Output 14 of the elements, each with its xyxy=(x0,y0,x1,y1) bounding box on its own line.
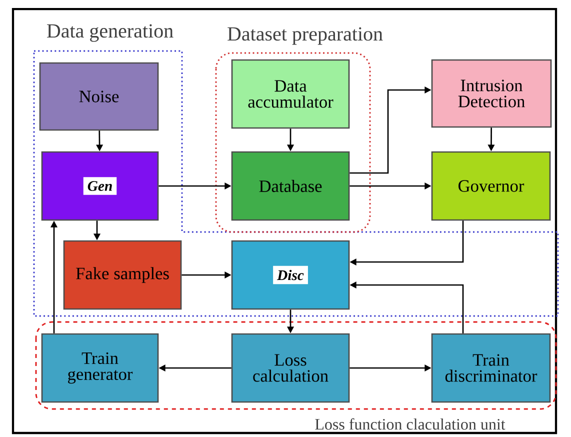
process-box: Loss calculation xyxy=(231,333,350,403)
process-box: Gen xyxy=(41,151,159,221)
process-box: Database xyxy=(231,151,350,221)
process-box: Governor xyxy=(431,151,551,221)
process-box: Intrusion Detection xyxy=(431,59,552,128)
process-box: Train discriminator xyxy=(431,333,551,403)
process-box: Train generator xyxy=(41,333,159,403)
group-heading: Dataset preparation xyxy=(228,27,383,45)
process-box: Data accumulator xyxy=(231,59,350,129)
process-box: Fake samples xyxy=(63,240,182,310)
process-box: Disc xyxy=(231,240,350,310)
group-heading: Data generation xyxy=(47,24,174,42)
process-box: Noise xyxy=(39,62,159,131)
group-heading: Loss function claculation unit xyxy=(315,418,506,430)
